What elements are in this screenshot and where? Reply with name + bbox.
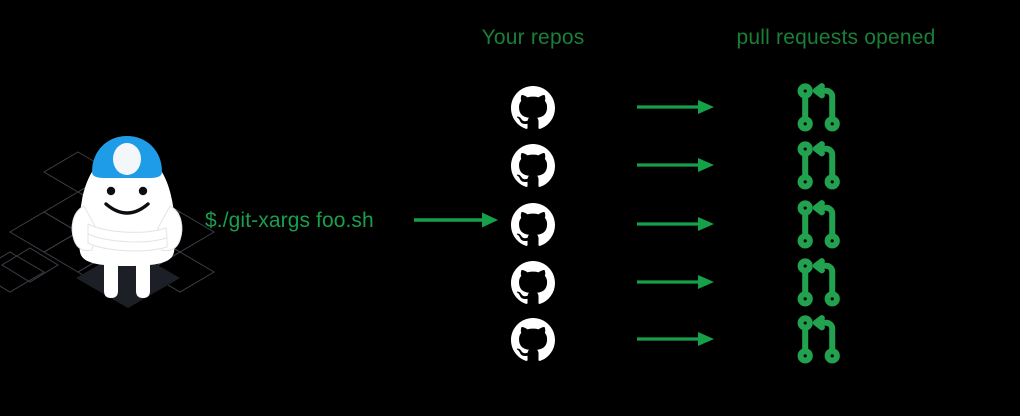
arrow-right-icon bbox=[636, 328, 718, 350]
git-pull-request-icon bbox=[796, 258, 842, 308]
github-octocat-icon bbox=[511, 144, 555, 188]
mascot-svg bbox=[0, 136, 215, 308]
github-octocat-icon bbox=[511, 318, 555, 362]
arrow-right-icon bbox=[636, 96, 718, 118]
github-octocat-icon bbox=[511, 86, 555, 130]
column-header-your-repos: Your repos bbox=[481, 26, 585, 49]
mascot-illustration bbox=[0, 128, 230, 308]
flow-row bbox=[0, 200, 1020, 259]
flow-row bbox=[0, 315, 1020, 374]
flow-row bbox=[0, 83, 1020, 142]
git-pull-request-icon bbox=[796, 315, 842, 365]
github-octocat-icon bbox=[511, 261, 555, 305]
mascot-hat-emblem bbox=[113, 143, 141, 175]
arrow-right-icon bbox=[636, 154, 718, 176]
git-pull-request-icon bbox=[796, 200, 842, 250]
mascot-arms bbox=[71, 205, 183, 252]
command-text: $./git-xargs foo.sh bbox=[205, 209, 374, 232]
git-pull-request-icon bbox=[796, 83, 842, 133]
main-flow-arrow-icon bbox=[412, 208, 502, 232]
flow-row bbox=[0, 141, 1020, 200]
git-pull-request-icon bbox=[796, 141, 842, 191]
column-header-pull-requests-opened: pull requests opened bbox=[736, 26, 936, 49]
mascot-face bbox=[104, 186, 150, 215]
arrow-right-icon bbox=[636, 271, 718, 293]
github-octocat-icon bbox=[511, 203, 555, 247]
flow-row bbox=[0, 258, 1020, 317]
arrow-right-icon bbox=[636, 213, 718, 235]
